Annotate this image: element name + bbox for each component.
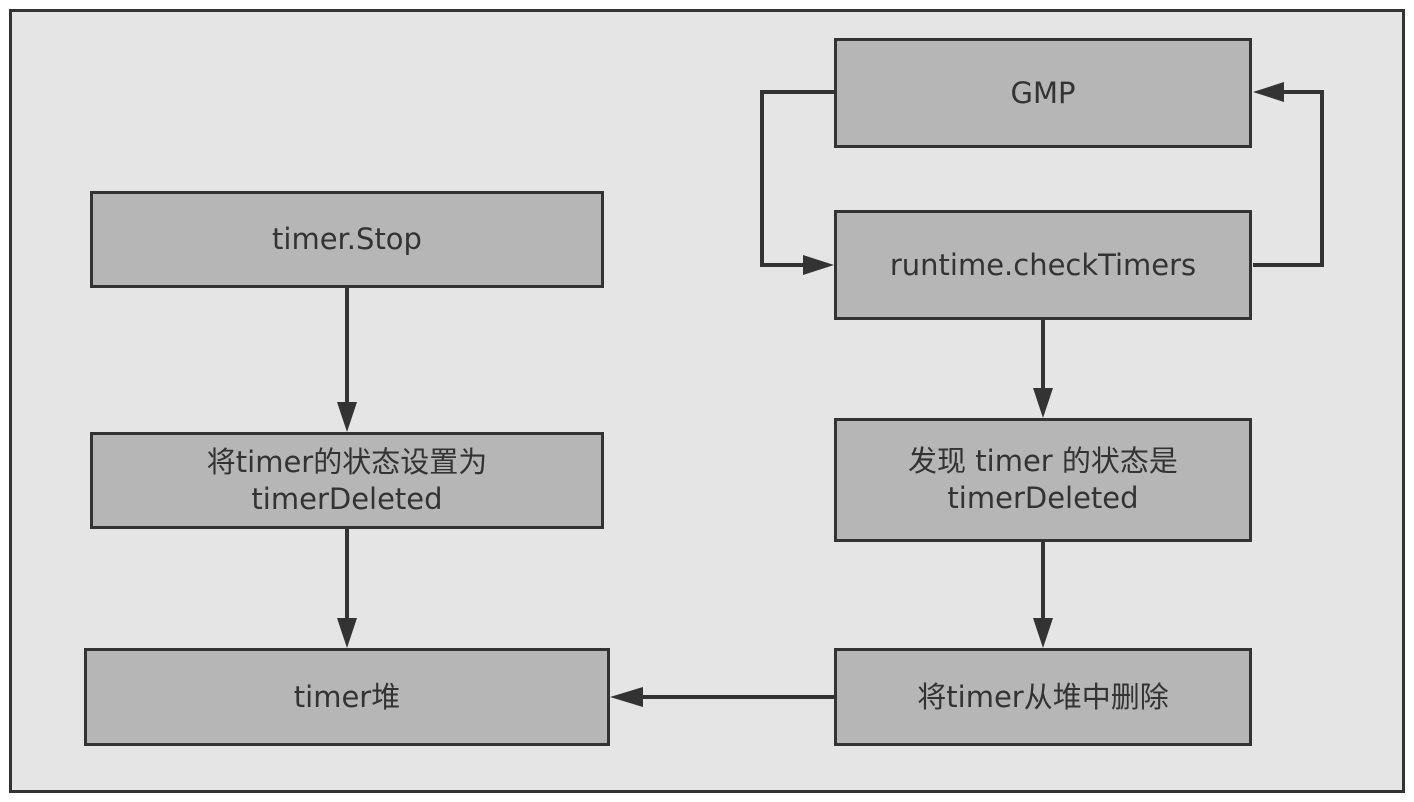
- arrowhead-setstate-to-heap: [337, 618, 357, 648]
- arrowhead-remove-to-heap: [610, 687, 643, 707]
- node-gmp: GMP: [834, 38, 1252, 148]
- node-set-state-deleted: 将timer的状态设置为 timerDeleted: [90, 432, 604, 529]
- edge-checktimers-to-gmp: [1253, 90, 1324, 267]
- arrowhead-stop-to-setstate: [337, 402, 357, 432]
- arrowhead-checktimers-to-found: [1033, 388, 1053, 418]
- arrowhead-found-to-remove: [1033, 618, 1053, 648]
- arrowhead-gmp-to-checktimers: [803, 255, 834, 275]
- arrowhead-checktimers-to-gmp: [1253, 82, 1284, 102]
- node-timer-stop: timer.Stop: [90, 191, 604, 288]
- edge-gmp-to-checktimers: [760, 90, 835, 267]
- node-check-timers: runtime.checkTimers: [834, 210, 1252, 320]
- node-timer-heap: timer堆: [84, 648, 610, 746]
- node-found-state-deleted: 发现 timer 的状态是 timerDeleted: [834, 418, 1252, 542]
- node-remove-from-heap: 将timer从堆中删除: [834, 648, 1252, 746]
